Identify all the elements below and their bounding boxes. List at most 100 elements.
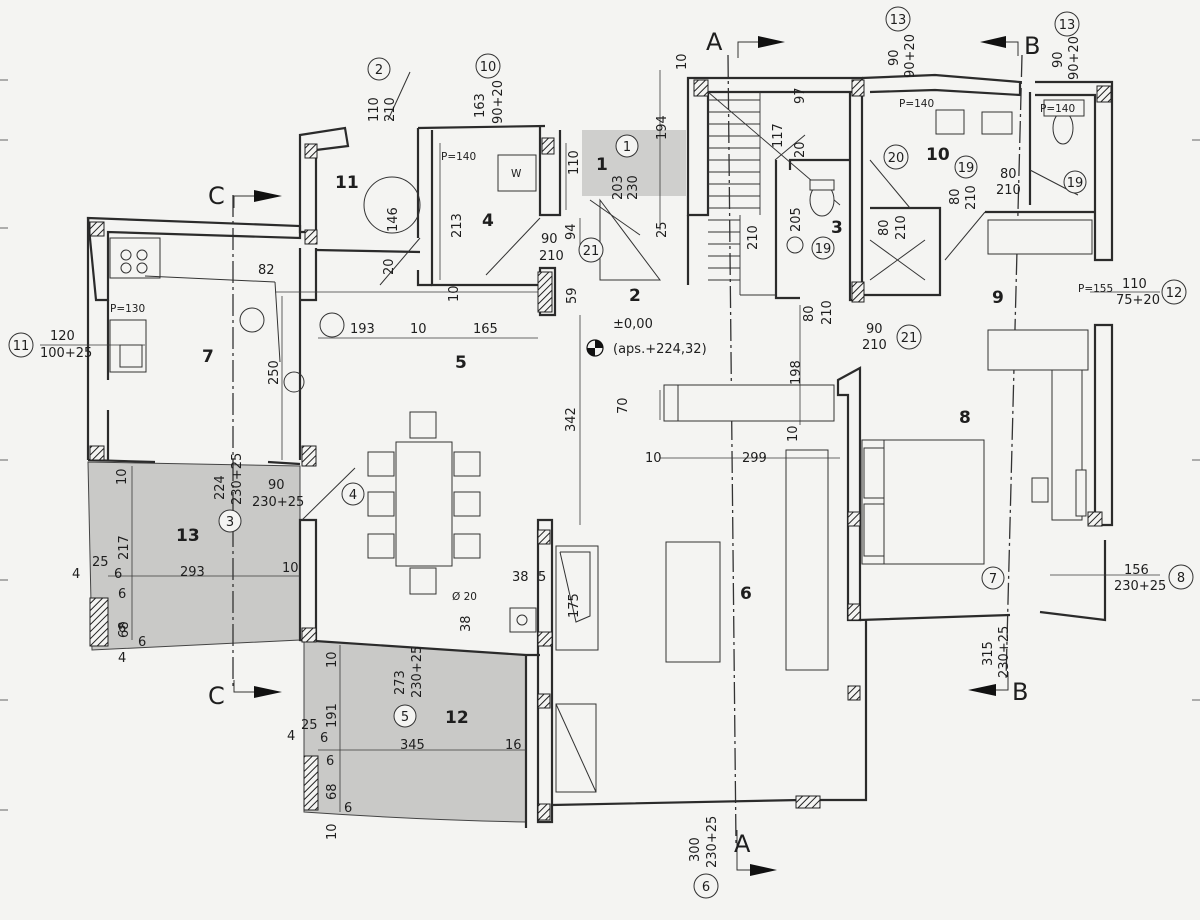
dim-224: 224 [213,475,228,500]
dim-25-a: 25 [655,221,670,238]
marker-19-left: 19 [815,242,832,257]
dim-5: 5 [538,570,546,585]
section-marker-b-top: B [980,32,1040,60]
marker-2: 2 [375,63,383,78]
dim-230-25-d: 230+25 [1114,579,1166,594]
room-3: 3 [831,218,843,238]
furniture [109,71,1093,793]
marker-20: 20 [888,151,905,166]
dim-75-20: 75+20 [1116,293,1160,308]
dim-210-a: 210 [383,97,398,122]
dim-20-b: 20 [793,141,808,158]
marker-bubbles: 2 10 1 21 13 13 20 19 19 19 21 12 11 3 4… [8,6,1194,899]
dim-146: 146 [386,207,401,232]
marker-12: 12 [1166,286,1183,301]
dim-80-b: 80 [877,219,892,236]
dim-p-155: P=155 [1078,283,1113,295]
dimension-labels-horizontal: 193 10 165 299 10 293 10 25 4 6 345 16 2… [40,98,1166,816]
dim-213: 213 [450,213,465,238]
dim-38-left: 38 [459,615,474,632]
dim-342: 342 [564,407,579,432]
dim-210-g: 210 [964,185,979,210]
dim-4-a: 4 [72,567,80,582]
dim-191: 191 [325,703,340,728]
dim-82: 82 [258,263,275,278]
dim-4-b: 4 [118,651,126,666]
dim-293: 293 [180,565,205,580]
section-label-a-bottom: A [734,830,751,858]
dim-230-a: 230 [626,175,641,200]
room-6: 6 [740,584,752,604]
section-label-c-bottom: C [208,682,225,710]
section-marker-a-bottom: A [734,830,777,876]
marker-7: 7 [989,572,997,587]
room-1: 1 [596,155,608,175]
section-marker-c-bottom: C [208,680,282,710]
marker-1: 1 [623,140,631,155]
dim-90-20-a: 90+20 [491,80,506,124]
dim-6-a: 6 [114,567,122,582]
dim-163: 163 [473,93,488,118]
dim-90-c: 90 [887,49,902,66]
dim-6-f: 6 [326,754,334,769]
section-label-c-top: C [208,182,225,210]
dim-16: 16 [505,738,522,753]
dim-217: 217 [117,535,132,560]
room-2: 2 [629,286,641,306]
section-marker-a-top: A [706,28,785,58]
dim-120: 120 [50,329,75,344]
room-9: 9 [992,288,1004,308]
dim-203: 203 [611,175,626,200]
dim-10-h: 10 [325,651,340,668]
dim-6-b: 6 [118,587,126,602]
dimension-lines [40,70,1160,812]
dim-273: 273 [393,670,408,695]
dim-90-a: 90 [541,232,558,247]
round-table [363,176,421,234]
dim-20-a: 20 [382,258,397,275]
dim-97: 97 [793,87,808,104]
marker-8: 8 [1177,571,1185,586]
room-7: 7 [202,347,214,367]
dim-38-top: 38 [512,570,529,585]
dim-6-e: 6 [320,731,328,746]
dim-p-140-c: P=140 [1040,103,1075,115]
dim-198: 198 [789,360,804,385]
dim-68-a: 68 [117,621,132,638]
marker-5: 5 [401,710,409,725]
dim-90-e: 90 [268,478,285,493]
dim-230-25-a: 230+25 [230,453,245,505]
dim-315: 315 [981,641,996,666]
dim-10-g: 10 [282,561,299,576]
dim-80-a: 80 [802,305,817,322]
room-labels: 1 2 3 4 5 6 7 8 9 10 11 12 13 [176,145,1004,728]
dim-230-25-f: 230+25 [705,816,720,868]
dim-250: 250 [267,360,282,385]
dim-10-i: 10 [325,823,340,840]
dim-210-b: 210 [539,249,564,264]
dim-80-d: 80 [1000,167,1017,182]
dim-230-25-b: 230+25 [252,495,304,510]
marker-19-center: 19 [958,161,975,176]
marker-19-right: 19 [1067,176,1084,191]
dim-210-e: 210 [894,215,909,240]
room-8: 8 [959,408,971,428]
dimension-labels-vertical: 250 342 59 20 10 146 213 110 210 163 90+… [115,34,1082,868]
dim-175: 175 [567,593,582,618]
dim-10-c: 10 [675,53,690,70]
dim-100-25: 100+25 [40,346,92,361]
dim-110-c: 110 [1122,277,1147,292]
level-marker: ±0,00 (aps.+224,32) [586,317,707,357]
dim-25-b: 25 [92,555,109,570]
dim-205: 205 [789,207,804,232]
section-arrows: A A B B C C [208,28,1040,876]
marker-3: 3 [226,515,234,530]
structural-columns [89,79,1112,821]
dim-6-c: 6 [118,621,126,636]
frame-ticks [0,79,1200,811]
dim-80-c: 80 [948,188,963,205]
room-5: 5 [455,353,467,373]
dim-10-f: 10 [115,468,130,485]
dim-210-f: 210 [862,338,887,353]
room-10: 10 [926,145,950,165]
